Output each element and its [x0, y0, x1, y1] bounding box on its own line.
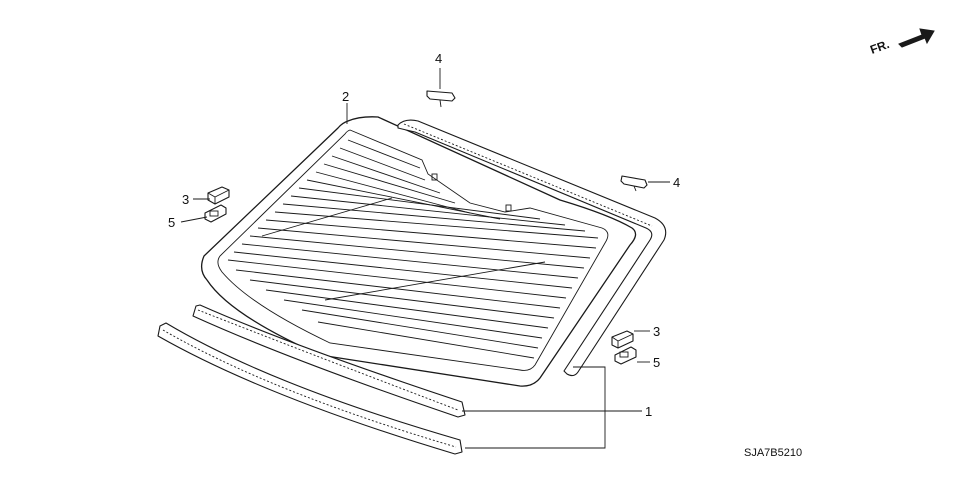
molding-outer-lower	[157, 322, 463, 455]
defroster-grid	[227, 139, 599, 359]
rear-windshield-glass	[200, 116, 637, 387]
front-arrow-icon	[898, 28, 935, 48]
clip-part-4-top	[426, 90, 456, 108]
front-direction-label: FR.	[868, 37, 891, 57]
fastener-part-3-right	[611, 330, 634, 349]
fastener-part-5-right	[614, 346, 637, 365]
fastener-part-5-left	[204, 204, 227, 223]
callout-5-right: 5	[653, 355, 660, 370]
leader-lines	[180, 68, 670, 449]
callout-5-left: 5	[168, 215, 175, 230]
fastener-part-3-left	[207, 186, 230, 205]
callout-4-right: 4	[673, 175, 680, 190]
molding-right-vertical	[397, 119, 667, 377]
callout-3-right: 3	[653, 324, 660, 339]
molding-inner-lower	[192, 304, 466, 418]
clip-part-4-right	[620, 175, 648, 192]
glass-marker	[505, 204, 512, 212]
callout-2: 2	[342, 89, 349, 104]
callout-4-top: 4	[435, 51, 442, 66]
drawing-code: SJA7B5210	[744, 447, 802, 459]
callout-1: 1	[645, 404, 652, 419]
front-direction-indicator: FR.	[868, 28, 935, 57]
glass-marker	[431, 173, 438, 181]
callout-3-left: 3	[182, 192, 189, 207]
